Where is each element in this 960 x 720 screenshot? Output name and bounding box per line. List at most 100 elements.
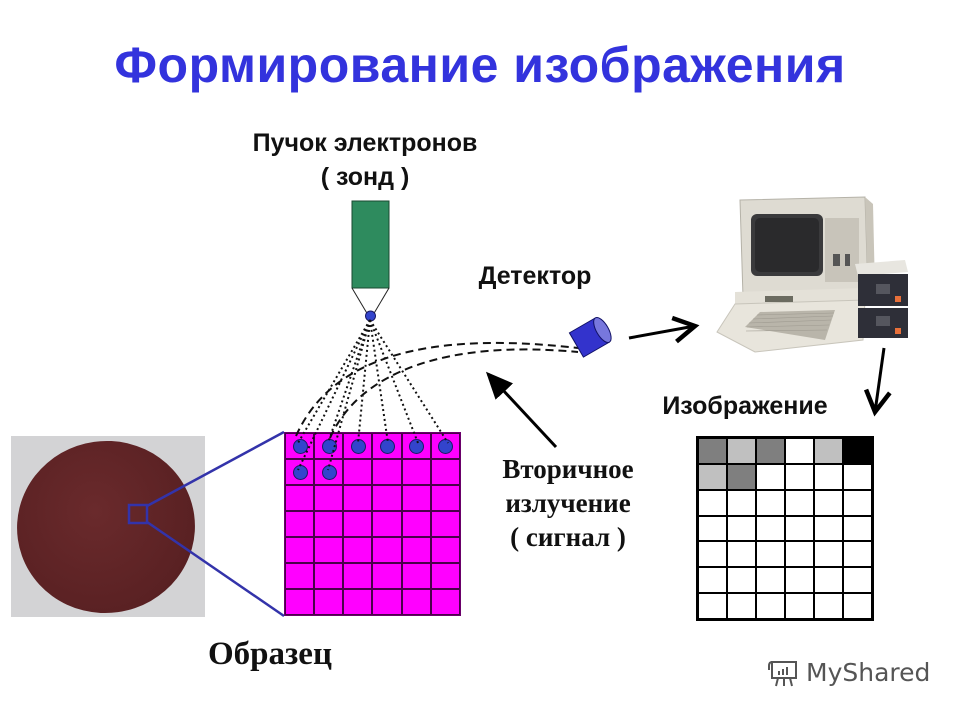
- sample-grid-cell: [401, 511, 431, 537]
- sample-grid-cell: [285, 511, 315, 537]
- image-grid-cell: [727, 567, 756, 594]
- sample-grid-cell: [372, 511, 402, 537]
- sample-grid-cell: [343, 511, 373, 537]
- sample-grid-cell: [430, 511, 460, 537]
- sample-grid-cell: [314, 537, 344, 563]
- electron-probe-column: [351, 200, 390, 322]
- sample-grid-cell: [372, 589, 402, 615]
- image-grid-cell: [814, 541, 843, 568]
- image-grid-cell: [785, 438, 814, 464]
- sample-grid-cell: [430, 485, 460, 511]
- sample-grid-cell: [285, 537, 315, 563]
- image-grid-cell: [727, 489, 756, 516]
- image-grid-cell: [727, 515, 756, 542]
- beam-label-line2: ( зонд ): [320, 163, 410, 191]
- signal-label-line2: излучение: [505, 488, 631, 518]
- sample-grid-cell: [372, 459, 402, 485]
- electron-beam-label: Пучок электронов ( зонд ): [215, 126, 515, 194]
- sample-grid-cell: [401, 485, 431, 511]
- image-grid-cell: [785, 593, 814, 619]
- page-title: Формирование изображения: [114, 37, 846, 93]
- image-grid-cell: [785, 515, 814, 542]
- sample-grid-cell: [372, 485, 402, 511]
- sample-grid-cell: [401, 459, 431, 485]
- image-grid-cell: [843, 515, 872, 542]
- image-grid-cell: [814, 463, 843, 490]
- detector-to-computer-arrow: [628, 315, 700, 344]
- sample-grid-cell: [343, 563, 373, 589]
- presentation-board-icon: [768, 661, 797, 687]
- secondary-emission-label: Вторичное излучение ( сигнал ): [478, 452, 658, 554]
- image-grid-cell: [756, 567, 785, 594]
- probe-tip-icon: [365, 310, 376, 322]
- computer-icon: [716, 196, 908, 353]
- image-grid-cell: [727, 438, 756, 464]
- image-grid-cell: [785, 463, 814, 490]
- image-grid-cell: [756, 515, 785, 542]
- image-grid-cell: [727, 541, 756, 568]
- image-grid-cell: [843, 463, 872, 490]
- image-grid-cell: [727, 593, 756, 619]
- image-grid-cell: [785, 541, 814, 568]
- sample-grid-cell: [430, 433, 460, 459]
- sample-grid-cell: [314, 589, 344, 615]
- computer-to-image-arrow: [863, 347, 892, 417]
- sample-grid-cell: [401, 589, 431, 615]
- image-grid-cell: [698, 438, 727, 464]
- sample-grid-cell: [343, 485, 373, 511]
- sample-grid-cell: [430, 563, 460, 589]
- image-grid-cell: [756, 593, 785, 619]
- sample-grid-cell: [285, 459, 315, 485]
- electron-spot-icon: [409, 439, 425, 454]
- image-grid-cell: [756, 463, 785, 490]
- sample-photo: [5, 429, 207, 625]
- beam-label-line1: Пучок электронов: [252, 129, 478, 157]
- watermark-text: MyShared: [806, 657, 931, 687]
- image-pixel-grid: [696, 436, 874, 621]
- image-grid-cell: [698, 541, 727, 568]
- sample-grid-cell: [430, 537, 460, 563]
- image-grid-cell: [843, 489, 872, 516]
- image-grid-cell: [756, 541, 785, 568]
- sample-zoom-indicator: [127, 430, 285, 618]
- detector-cylinder-icon: [568, 317, 612, 358]
- image-grid-cell: [843, 593, 872, 619]
- electron-beam-lines: [297, 319, 449, 471]
- signal-arrow: [485, 371, 558, 449]
- sample-grid-cell: [430, 589, 460, 615]
- sample-grid-cell: [343, 537, 373, 563]
- sample-grid-cell: [372, 563, 402, 589]
- image-grid-cell: [727, 463, 756, 490]
- sample-grid-cell: [285, 433, 315, 459]
- image-grid-cell: [698, 567, 727, 594]
- signal-label-line1: Вторичное: [502, 454, 634, 484]
- image-grid-cell: [756, 489, 785, 516]
- sample-grid-cell: [314, 511, 344, 537]
- sample-magnified-grid: [284, 432, 461, 616]
- image-grid-cell: [785, 567, 814, 594]
- sample-label: Образец: [208, 636, 332, 672]
- sample-grid-cell: [343, 433, 373, 459]
- sample-grid-cell: [314, 459, 344, 485]
- signal-label-line3: ( сигнал ): [510, 522, 626, 552]
- image-grid-cell: [698, 593, 727, 619]
- sample-grid-cell: [343, 459, 373, 485]
- sample-grid-cell: [285, 485, 315, 511]
- image-grid-cell: [785, 489, 814, 516]
- image-grid-cell: [814, 593, 843, 619]
- image-grid-cell: [756, 438, 785, 464]
- secondary-signal-paths: [295, 341, 579, 439]
- sample-grid-cell: [314, 485, 344, 511]
- sample-grid-cell: [401, 563, 431, 589]
- watermark: MyShared: [768, 654, 930, 690]
- sample-grid-cell: [430, 459, 460, 485]
- sample-grid-cell: [372, 537, 402, 563]
- image-grid-cell: [698, 515, 727, 542]
- image-grid-cell: [814, 515, 843, 542]
- image-grid-cell: [814, 489, 843, 516]
- image-grid-cell: [814, 567, 843, 594]
- sample-grid-cell: [343, 589, 373, 615]
- image-grid-cell: [698, 463, 727, 490]
- sample-grid-cell: [285, 589, 315, 615]
